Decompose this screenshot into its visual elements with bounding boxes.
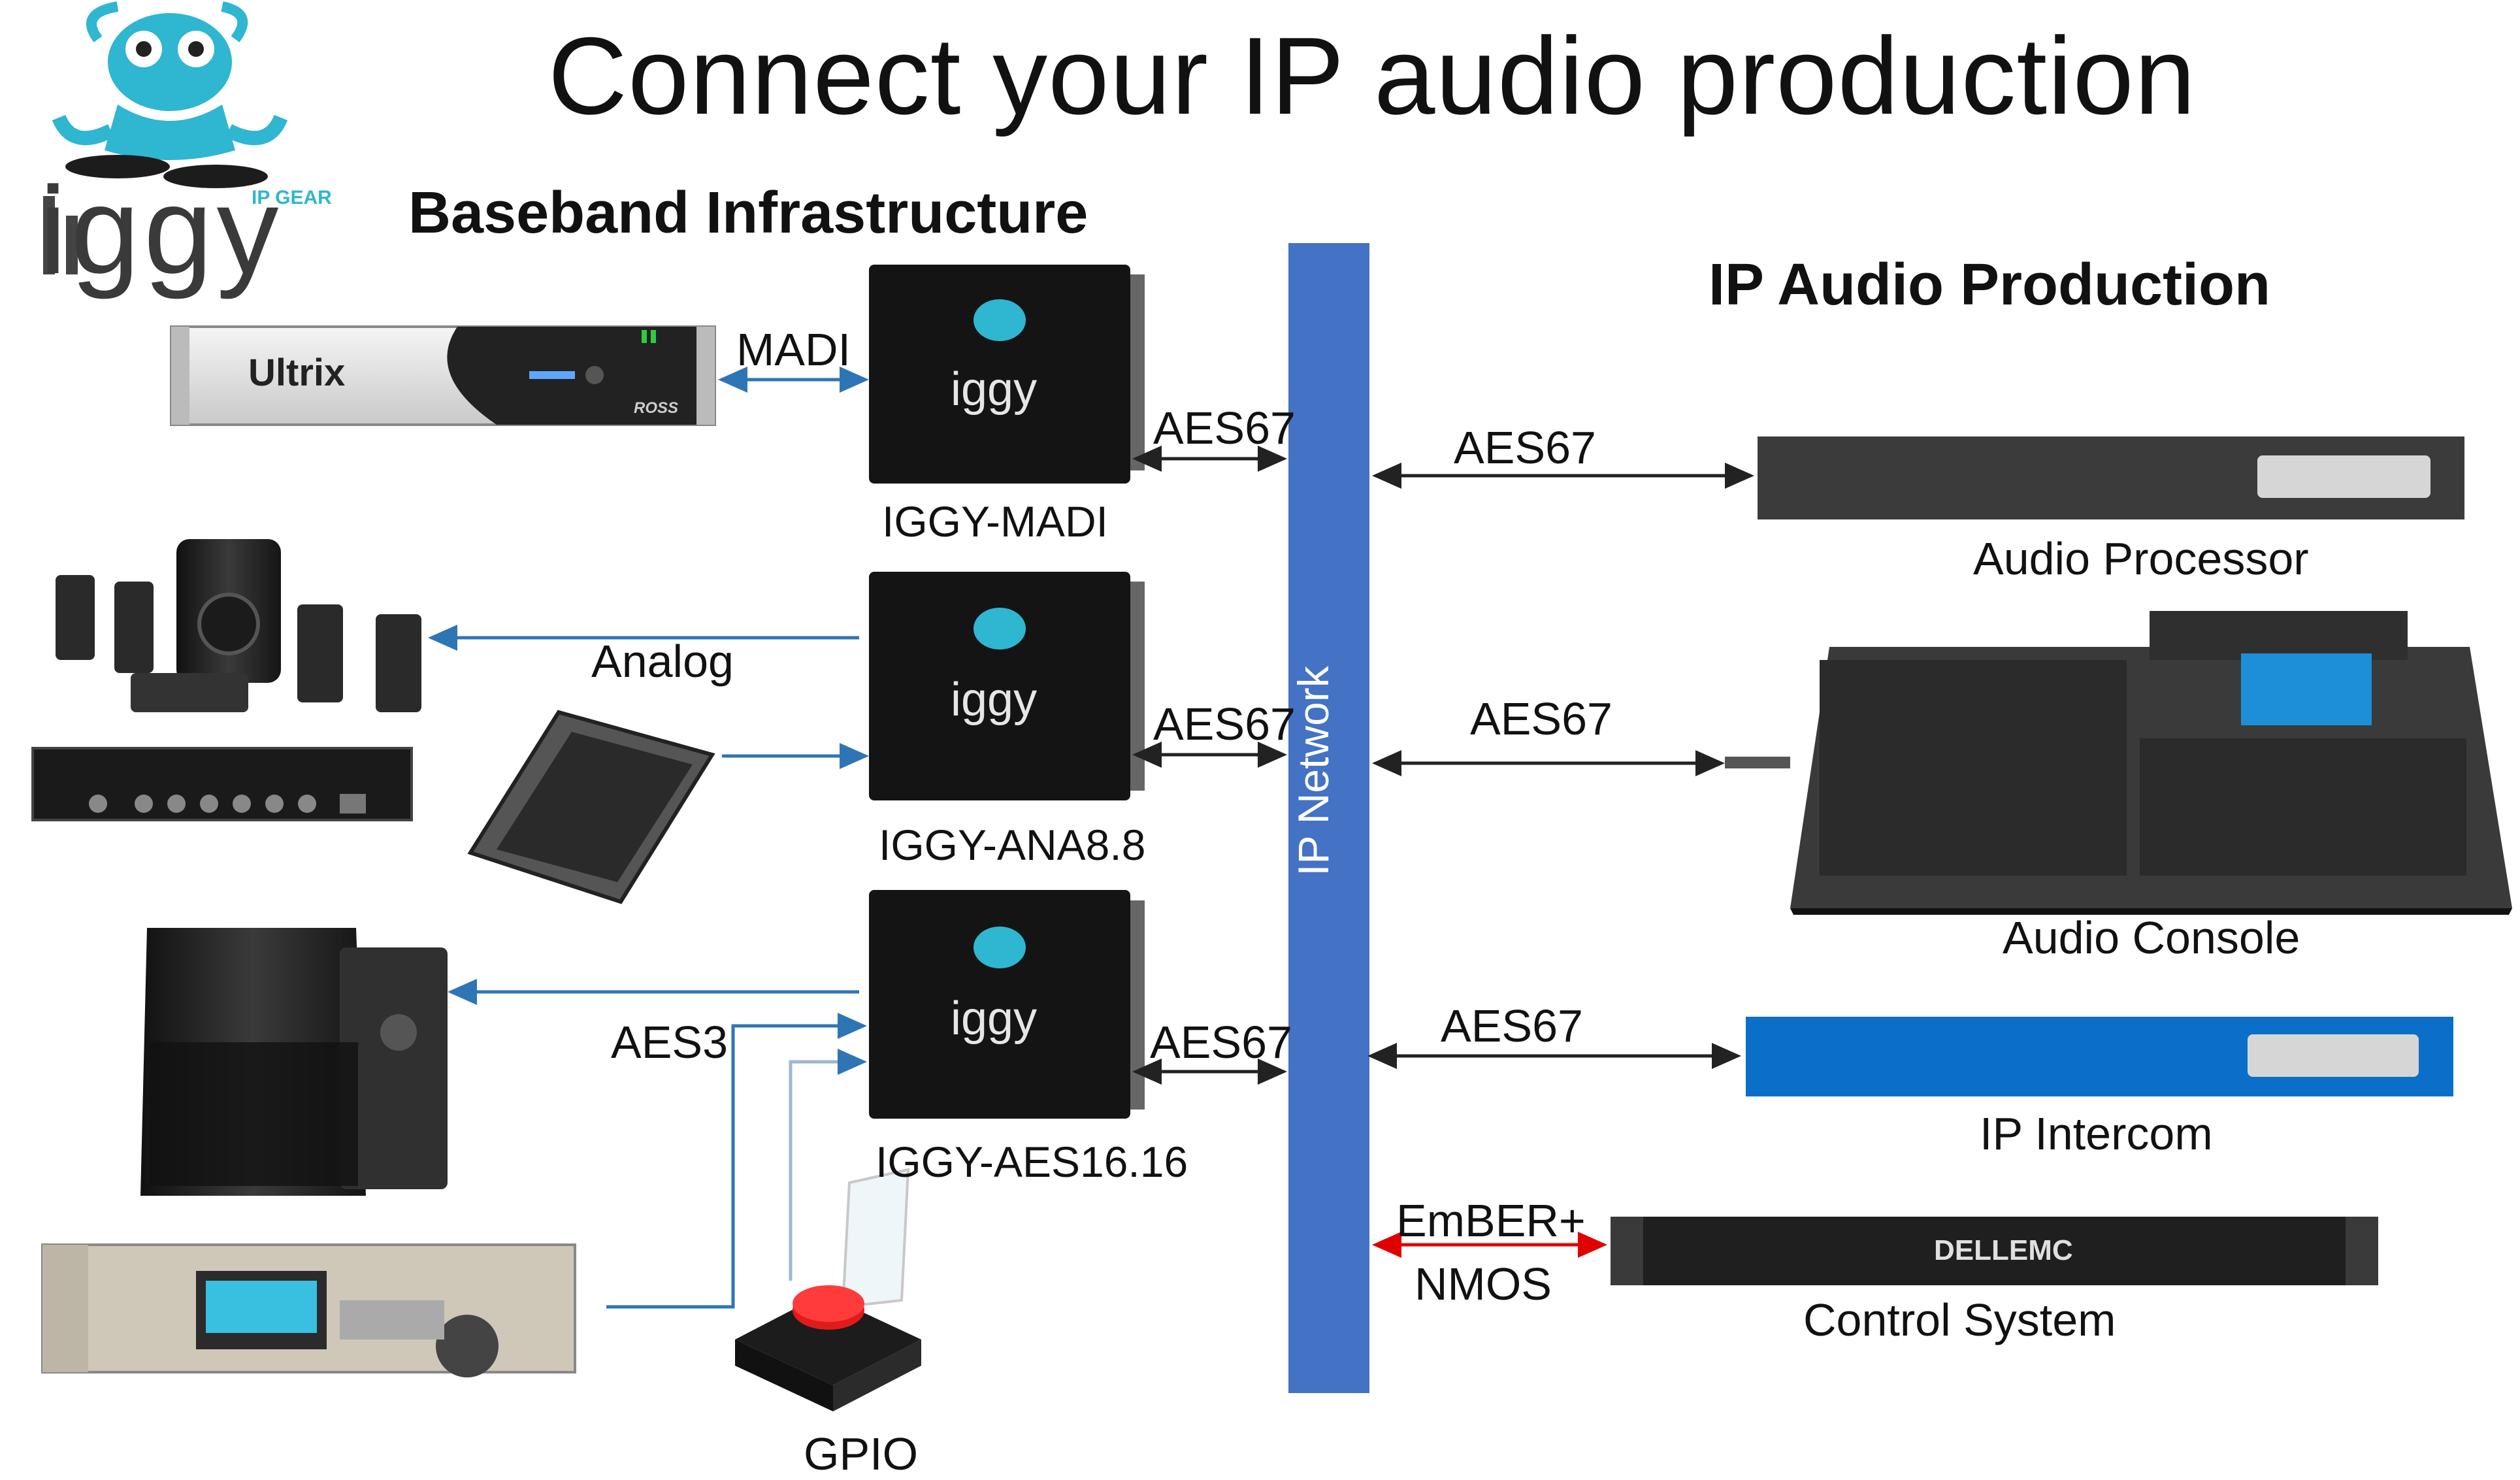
ip-production-heading: IP Audio Production <box>1709 252 2270 318</box>
iggy-madi-label: IGGY-MADI <box>882 497 1108 546</box>
audio-processor-label: Audio Processor <box>1973 533 2309 584</box>
ip-network-label: IP Network <box>1289 666 1337 876</box>
svg-text:ROSS: ROSS <box>634 399 678 417</box>
pa-speaker-device <box>140 928 448 1196</box>
analog-label: Analog <box>591 636 734 687</box>
audio-processor-device <box>1758 436 2464 519</box>
svg-text:Ultrix: Ultrix <box>248 352 345 394</box>
svg-text:iggy: iggy <box>951 363 1037 416</box>
aes67-processor-label: AES67 <box>1454 422 1596 473</box>
control-system-label: Control System <box>1803 1294 2116 1345</box>
logo-tag-text: IP GEAR <box>252 187 332 208</box>
gpio-button-device <box>735 1168 921 1411</box>
audio-recorder-device <box>41 1243 576 1377</box>
gpio-label: GPIO <box>804 1428 919 1479</box>
audio-console-device <box>1725 611 2512 915</box>
ip-intercom-label: IP Intercom <box>1980 1108 2213 1159</box>
aes67-console-label: AES67 <box>1470 693 1612 744</box>
iggy-ana-box: iggy <box>869 572 1145 800</box>
aes3-label: AES3 <box>611 1017 728 1068</box>
iggy-logo-icon <box>43 1 288 274</box>
ip-network-bar <box>1288 243 1369 1393</box>
mixer-device <box>467 710 715 904</box>
page-title: Connect your IP audio production <box>548 14 2197 137</box>
aes67-intercom-label: AES67 <box>1441 1000 1583 1051</box>
svg-text:iggy: iggy <box>951 993 1037 1045</box>
ip-intercom-device <box>1746 1017 2453 1096</box>
aes67-madi-label: AES67 <box>1153 403 1296 453</box>
svg-text:DELLEMC: DELLEMC <box>1934 1234 2073 1266</box>
desktop-speakers-device <box>56 539 421 712</box>
gpio-arrow <box>789 1049 867 1281</box>
ultrix-router-device: Ultrix ROSS <box>170 325 716 426</box>
aes67-aes-label: AES67 <box>1150 1017 1292 1068</box>
nmos-label: NMOS <box>1415 1258 1552 1309</box>
control-server-device: DELLEMC <box>1611 1217 2378 1285</box>
iggy-aes-label: IGGY-AES16.16 <box>875 1138 1188 1186</box>
baseband-heading: Baseband Infrastructure <box>408 180 1088 246</box>
ember-label: EmBER+ <box>1396 1195 1586 1246</box>
svg-text:iggy: iggy <box>951 674 1037 726</box>
iggy-ana-label: IGGY-ANA8.8 <box>879 821 1146 869</box>
audio-console-label: Audio Console <box>2003 912 2300 963</box>
amplifier-device <box>31 747 413 821</box>
madi-label: MADI <box>736 324 851 375</box>
iggy-madi-box: iggy <box>869 265 1145 484</box>
logo-brand-text: iggy <box>39 161 283 300</box>
aes3-in-arrow <box>606 1013 867 1309</box>
aes67-ana-label: AES67 <box>1153 699 1296 749</box>
iggy-aes-box: iggy <box>869 890 1145 1119</box>
